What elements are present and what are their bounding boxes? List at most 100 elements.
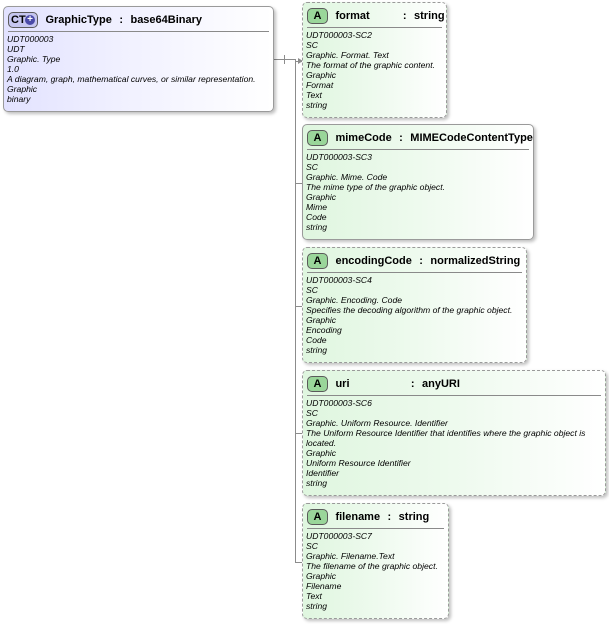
attr-category: SC [306, 541, 318, 551]
attribute-header: A mimeCode : MIMECodeContentType [307, 129, 533, 147]
attribute-divider [307, 528, 444, 529]
attr-object-class: Graphic [306, 448, 337, 458]
complex-type-name: GraphicType [45, 13, 112, 26]
attr-category: SC [306, 408, 318, 418]
attr-dictionary-name: Graphic. Encoding. Code [306, 295, 403, 305]
attr-primitive: string [306, 345, 328, 355]
attribute-annotations: UDT000003-SC7 SC Graphic. Filename.Text … [306, 531, 445, 611]
attr-object-class: Graphic [306, 192, 337, 202]
attr-category: SC [306, 162, 318, 172]
attr-definition: The filename of the graphic object. [306, 561, 438, 571]
connector-filename [295, 562, 302, 563]
attr-property-term: Format [306, 80, 334, 90]
connector-main-stub [284, 55, 285, 64]
complex-type-annotations: UDT000003 UDT Graphic. Type 1.0 A diagra… [7, 34, 270, 104]
attribute-separator: : [402, 9, 407, 22]
attr-dictionary-name: Graphic. Format. Text [306, 50, 389, 60]
connector-uri [295, 433, 302, 434]
attribute-annotations: UDT000003-SC3 SC Graphic. Mime. Code The… [306, 152, 530, 232]
arrow-format [298, 58, 303, 64]
attribute-icon: A [307, 7, 328, 24]
attribute-divider [307, 272, 522, 273]
attr-property-term: Mime [306, 202, 328, 212]
complex-type-divider [8, 31, 269, 32]
attribute-name: format [335, 9, 370, 22]
connector-mimecode [295, 183, 302, 184]
ct-primitive: binary [7, 94, 31, 104]
attr-den: UDT000003-SC4 [306, 275, 372, 285]
ct-definition: A diagram, graph, mathematical curves, o… [7, 74, 256, 84]
ct-category: UDT [7, 44, 25, 54]
attribute-header: A uri : anyURI [307, 375, 601, 393]
attr-property-term: Encoding [306, 325, 342, 335]
attr-primitive: string [306, 100, 328, 110]
attr-representation-term: Code [306, 212, 327, 222]
attribute-box-mimecode[interactable]: A mimeCode : MIMECodeContentType UDT0000… [302, 124, 534, 240]
attr-category: SC [306, 285, 318, 295]
ct-object-class: Graphic [7, 84, 38, 94]
attribute-annotations: UDT000003-SC2 SC Graphic. Format. Text T… [306, 30, 443, 110]
attr-representation-term: Identifier [306, 468, 339, 478]
expand-plus-icon: + [25, 14, 35, 25]
attr-den: UDT000003-SC7 [306, 531, 372, 541]
attribute-name: mimeCode [335, 131, 392, 144]
attr-representation-term: Text [306, 90, 322, 100]
attribute-annotations: UDT000003-SC6 SC Graphic. Uniform Resour… [306, 398, 602, 488]
ct-den: UDT000003 [7, 34, 54, 44]
attr-den: UDT000003-SC3 [306, 152, 372, 162]
connector-encodingcode [295, 306, 302, 307]
attr-den: UDT000003-SC2 [306, 30, 372, 40]
attribute-box-encodingcode[interactable]: A encodingCode : normalizedString UDT000… [302, 247, 527, 363]
ct-dictionary-name: Graphic. Type [7, 54, 61, 64]
attribute-divider [307, 27, 442, 28]
attr-object-class: Graphic [306, 70, 337, 80]
attribute-name: uri [335, 377, 350, 390]
complex-type-separator: : [119, 13, 124, 26]
attribute-icon: A [307, 375, 328, 392]
attribute-header: A format : string [307, 7, 445, 25]
attribute-type: MIMECodeContentType [410, 131, 533, 144]
complex-type-type: base64Binary [130, 13, 203, 26]
attribute-box-filename[interactable]: A filename : string UDT000003-SC7 SC Gra… [302, 503, 449, 619]
attribute-type: string [414, 9, 445, 22]
attr-property-term: Filename [306, 581, 342, 591]
ct-version: 1.0 [7, 64, 19, 74]
attribute-icon: A [307, 508, 328, 525]
attr-representation-term: Text [306, 591, 322, 601]
complex-type-header: CT+ GraphicType : base64Binary [8, 11, 269, 29]
complex-type-box[interactable]: CT+ GraphicType : base64Binary UDT000003… [3, 6, 274, 112]
attribute-type: normalizedString [430, 254, 521, 267]
attribute-separator: : [410, 377, 415, 390]
attribute-header: A encodingCode : normalizedString [307, 252, 522, 270]
attribute-separator: : [387, 510, 392, 523]
attribute-type: string [398, 510, 430, 523]
attr-definition: The mime type of the graphic object. [306, 182, 446, 192]
attribute-separator: : [419, 254, 423, 267]
complex-type-badge-label: CT [11, 13, 26, 26]
attr-representation-term: Code [306, 335, 327, 345]
attribute-box-uri[interactable]: A uri : anyURI UDT000003-SC6 SC Graphic.… [302, 370, 606, 496]
attr-dictionary-name: Graphic. Filename.Text [306, 551, 395, 561]
attribute-icon: A [307, 129, 328, 146]
attr-object-class: Graphic [306, 571, 337, 581]
connector-trunk [295, 59, 296, 562]
attr-definition: The Uniform Resource Identifier that ide… [306, 428, 586, 448]
attribute-annotations: UDT000003-SC4 SC Graphic. Encoding. Code… [306, 275, 523, 355]
attribute-separator: : [399, 131, 403, 144]
complex-type-icon: CT+ [8, 11, 38, 28]
attr-definition: The format of the graphic content. [306, 60, 435, 70]
attr-object-class: Graphic [306, 315, 337, 325]
attribute-icon: A [307, 252, 328, 269]
attr-primitive: string [306, 478, 328, 488]
attribute-name: encodingCode [335, 254, 412, 267]
attribute-box-format[interactable]: A format : string UDT000003-SC2 SC Graph… [302, 2, 447, 118]
attribute-name: filename [335, 510, 381, 523]
attribute-divider [307, 395, 601, 396]
attr-primitive: string [306, 601, 328, 611]
attr-dictionary-name: Graphic. Mime. Code [306, 172, 388, 182]
attr-property-term: Uniform Resource Identifier [306, 458, 411, 468]
attribute-divider [307, 149, 529, 150]
attr-definition: Specifies the decoding algorithm of the … [306, 305, 513, 315]
connector-main [274, 59, 284, 60]
attribute-type: anyURI [422, 377, 460, 390]
